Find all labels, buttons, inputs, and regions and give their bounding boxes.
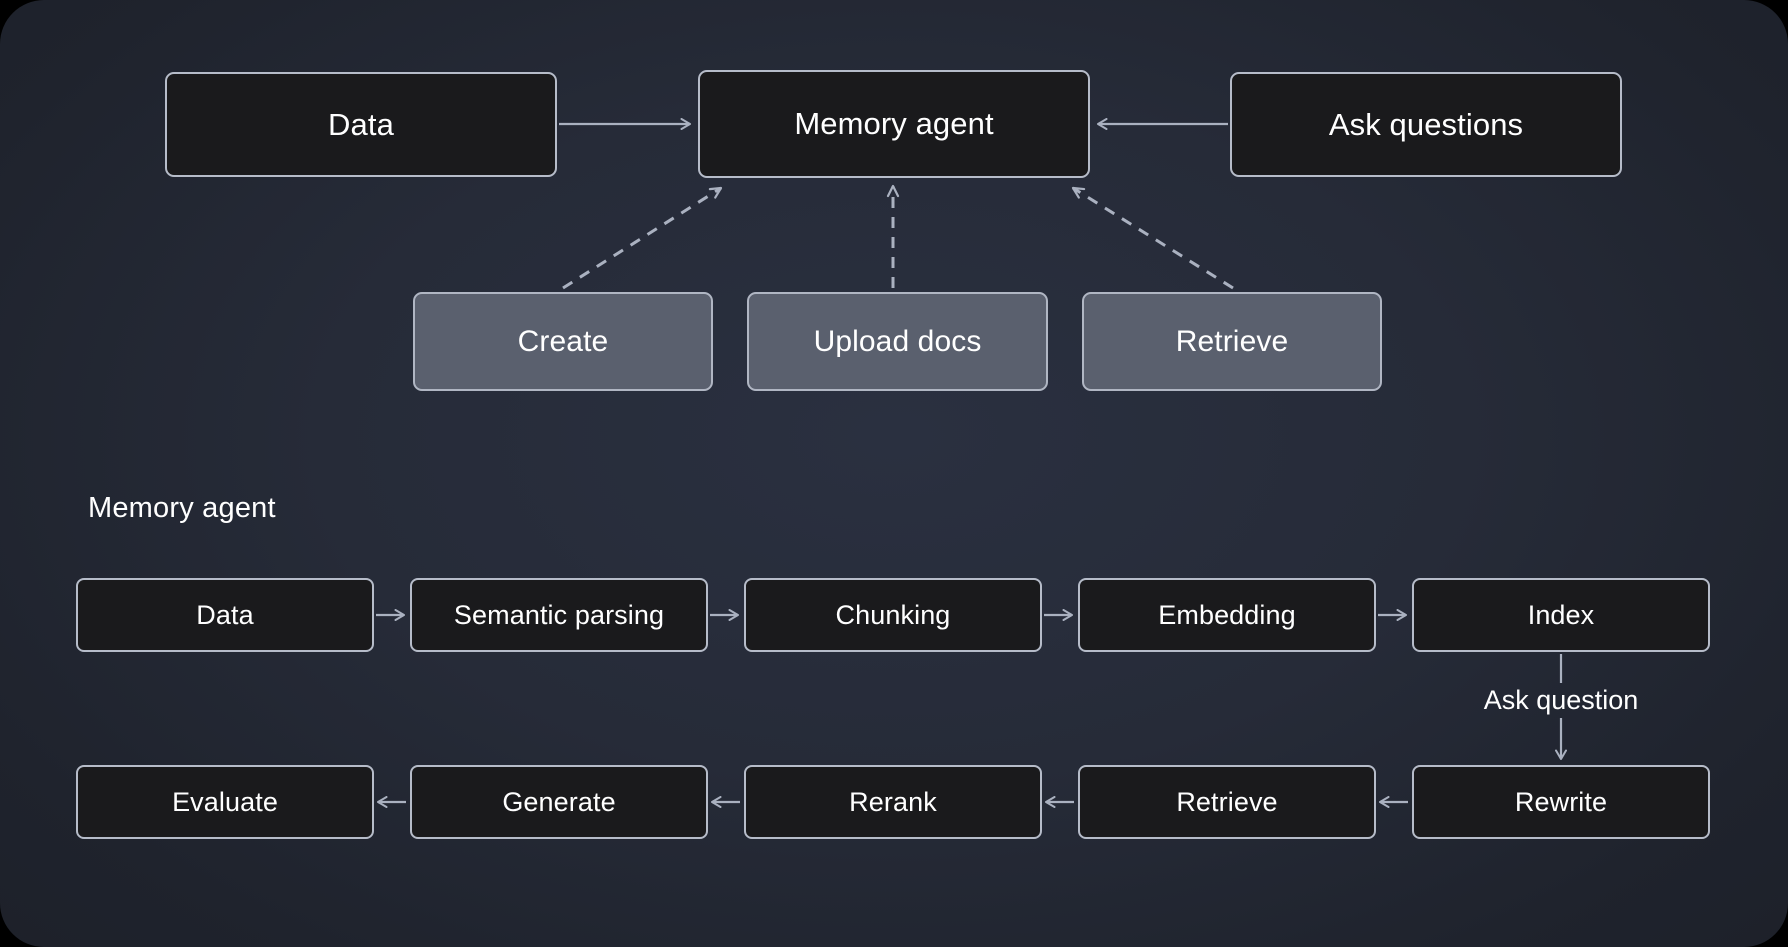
edge-label-ask-question: Ask question — [1483, 685, 1639, 715]
node-label: Index — [1527, 599, 1595, 630]
node-pipeline-chunking[interactable]: Chunking — [744, 578, 1042, 652]
node-operation-retrieve[interactable]: Retrieve — [1082, 292, 1382, 391]
edge-retrieve-to-memory-agent — [1071, 186, 1234, 290]
node-label: Embedding — [1158, 599, 1296, 630]
node-label: Memory agent — [794, 106, 994, 141]
node-data-source[interactable]: Data — [165, 72, 557, 177]
node-pipeline-semantic-parsing[interactable]: Semantic parsing — [410, 578, 708, 652]
node-label: Evaluate — [172, 786, 278, 817]
node-label: Retrieve — [1175, 324, 1289, 358]
node-operation-upload-docs[interactable]: Upload docs — [747, 292, 1048, 391]
node-pipeline-generate[interactable]: Generate — [410, 765, 708, 839]
node-label: Create — [517, 324, 609, 358]
node-label: Data — [196, 599, 254, 630]
node-pipeline-index[interactable]: Index — [1412, 578, 1710, 652]
section-heading-memory-agent: Memory agent — [88, 492, 276, 524]
node-pipeline-retrieve[interactable]: Retrieve — [1078, 765, 1376, 839]
node-label: Retrieve — [1176, 786, 1278, 817]
node-label: Rewrite — [1514, 786, 1608, 817]
node-pipeline-evaluate[interactable]: Evaluate — [76, 765, 374, 839]
edge-create-to-memory-agent — [562, 186, 723, 290]
node-pipeline-data[interactable]: Data — [76, 578, 374, 652]
node-label: Upload docs — [813, 324, 982, 358]
node-label: Semantic parsing — [453, 599, 665, 630]
node-pipeline-rewrite[interactable]: Rewrite — [1412, 765, 1710, 839]
node-pipeline-rerank[interactable]: Rerank — [744, 765, 1042, 839]
node-ask-questions[interactable]: Ask questions — [1230, 72, 1622, 177]
node-label: Data — [328, 106, 394, 142]
node-memory-agent[interactable]: Memory agent — [698, 70, 1090, 178]
node-label: Ask questions — [1328, 106, 1524, 142]
node-label: Chunking — [835, 599, 951, 630]
node-operation-create[interactable]: Create — [413, 292, 713, 391]
node-pipeline-embedding[interactable]: Embedding — [1078, 578, 1376, 652]
node-label: Generate — [502, 786, 616, 817]
node-label: Rerank — [849, 786, 937, 817]
